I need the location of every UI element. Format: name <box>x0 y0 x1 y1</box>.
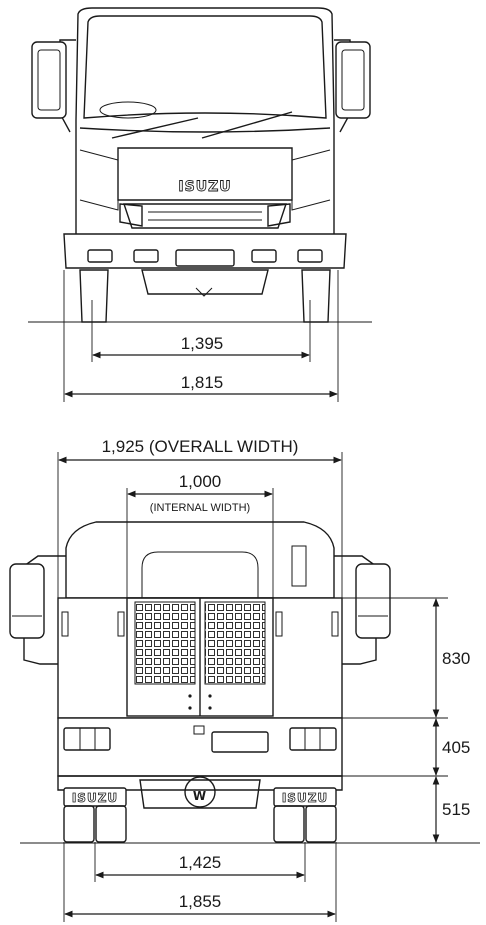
rear-track-label: 1,425 <box>179 853 222 872</box>
wiper-left <box>111 117 199 139</box>
front-wheel-right <box>301 269 331 323</box>
front-cab-outline <box>75 7 335 237</box>
rear-internal-width-value: 1,000 <box>179 472 222 491</box>
rear-differential: W <box>139 776 261 809</box>
front-wheel-left <box>79 269 109 323</box>
rear-body-height-label: 830 <box>442 649 470 668</box>
rear-wheels-right <box>273 805 337 843</box>
rear-cab-silhouette <box>65 521 335 599</box>
front-mirror-right <box>334 39 371 133</box>
front-grille-slots <box>148 211 262 221</box>
front-mirror-left <box>31 39 76 133</box>
front-headlight-right <box>267 203 291 227</box>
rear-chassis-height-label: 405 <box>442 738 470 757</box>
rear-cab-window <box>141 551 259 598</box>
front-left-corner-panel <box>79 149 119 211</box>
rear-internal-width-caption: (INTERNAL WIDTH) <box>150 502 250 514</box>
rear-plate-light <box>193 725 205 735</box>
rear-body-side-stakes <box>61 611 339 637</box>
front-view: ISUZU <box>28 7 372 402</box>
rear-ground-clearance-label: 515 <box>442 800 470 819</box>
rear-door-latches <box>188 694 212 710</box>
rear-mirror-left <box>9 555 66 665</box>
front-logo: ISUZU <box>178 179 231 195</box>
rear-wheels-left <box>63 805 127 843</box>
front-track-label: 1,395 <box>181 334 224 353</box>
front-width-label: 1,815 <box>181 373 224 392</box>
rear-overall-width-label: 1,925 (OVERALL WIDTH) <box>102 437 299 456</box>
front-right-corner-panel <box>291 149 331 211</box>
rear-chassis-panel <box>57 717 343 777</box>
front-cowl-line <box>79 127 331 133</box>
front-face-panel <box>117 147 293 201</box>
rear-width-label: 1,855 <box>179 892 222 911</box>
rear-mudflap-left <box>63 787 127 807</box>
rear-door-grille-right <box>204 601 266 685</box>
front-bumper-lights <box>87 249 323 267</box>
rear-view: 1,925 (OVERALL WIDTH) 1,000 (INTERNAL WI… <box>9 437 480 922</box>
front-bumper <box>63 233 347 269</box>
wiper-right <box>201 111 293 139</box>
rear-bumper-bar <box>57 775 343 791</box>
front-windshield <box>83 15 327 119</box>
front-axle-assembly <box>141 269 269 295</box>
rear-mudflap-right <box>273 787 337 807</box>
rear-logo-right: ISUZU <box>282 791 328 805</box>
svg-text:W: W <box>193 789 207 803</box>
rear-number-plate <box>211 731 269 753</box>
front-headlight-left <box>119 203 143 227</box>
steering-wheel <box>99 101 157 119</box>
front-tow-hook <box>195 287 213 297</box>
rear-mirror-right <box>334 555 391 665</box>
rear-logo-left: ISUZU <box>72 791 118 805</box>
rear-combination-lamps <box>63 727 337 751</box>
front-lower-grille <box>123 203 287 229</box>
rear-cab-side-light <box>291 545 307 587</box>
rear-door-grille-left <box>134 601 196 685</box>
